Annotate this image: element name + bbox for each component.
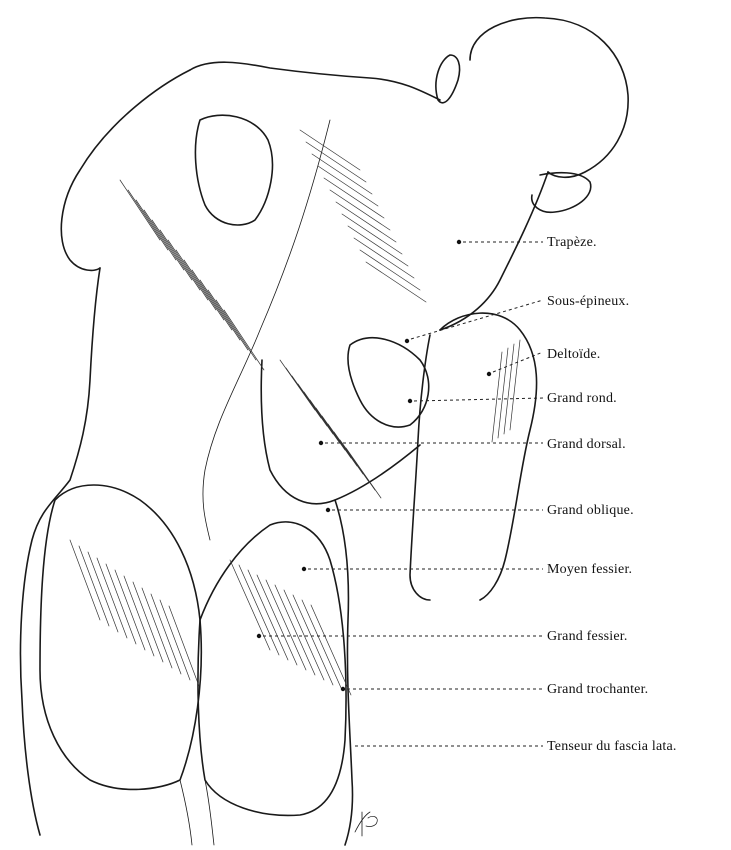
fiber-stroke bbox=[324, 178, 384, 218]
grand-trochanter-label: Grand trochanter. bbox=[547, 682, 648, 697]
fiber-stroke bbox=[318, 166, 378, 206]
left-leg-line bbox=[180, 780, 192, 845]
grand-dorsal-label: Grand dorsal. bbox=[547, 437, 626, 452]
right-hip-outline bbox=[335, 500, 353, 845]
fiber-stroke bbox=[70, 540, 100, 620]
fiber-stroke bbox=[184, 260, 224, 320]
sous-epineux-label: Sous-épineux. bbox=[547, 294, 629, 309]
arm-outline bbox=[440, 313, 537, 600]
spine-line bbox=[203, 120, 330, 540]
right-gluteal-outline bbox=[198, 522, 346, 816]
grand-trochanter-dot bbox=[341, 687, 345, 691]
fiber-stroke bbox=[169, 606, 199, 686]
fiber-stroke bbox=[79, 546, 109, 626]
grand-oblique-dot bbox=[326, 508, 330, 512]
left-gluteal-outline bbox=[40, 485, 201, 789]
fiber-stroke bbox=[510, 340, 520, 430]
fiber-stroke bbox=[192, 270, 232, 330]
fiber-stroke bbox=[284, 590, 324, 680]
fiber-stroke bbox=[106, 564, 136, 644]
fiber-stroke bbox=[142, 588, 172, 668]
latissimus-outline bbox=[261, 360, 420, 504]
signature-stroke bbox=[355, 812, 377, 836]
fiber-stroke bbox=[136, 200, 176, 260]
fiber-stroke bbox=[492, 352, 502, 442]
left-torso-outline bbox=[20, 268, 100, 835]
fiber-stroke bbox=[200, 280, 240, 340]
fiber-stroke bbox=[120, 180, 160, 240]
fiber-stroke bbox=[97, 558, 127, 638]
fiber-stroke bbox=[504, 344, 514, 434]
fiber-stroke bbox=[275, 585, 315, 675]
moyen-fessier-dot bbox=[302, 567, 306, 571]
fiber-stroke bbox=[152, 220, 192, 280]
tenseur-label: Tenseur du fascia lata. bbox=[547, 739, 677, 754]
fiber-stroke bbox=[312, 154, 372, 194]
fiber-stroke bbox=[115, 570, 145, 650]
trapeze-dot bbox=[457, 240, 461, 244]
fiber-stroke bbox=[168, 240, 208, 300]
fiber-stroke bbox=[330, 190, 390, 230]
fiber-stroke bbox=[293, 595, 333, 685]
fiber-stroke bbox=[208, 290, 248, 350]
fiber-stroke bbox=[366, 262, 426, 302]
head-outline bbox=[470, 18, 628, 178]
signature-mark bbox=[355, 812, 377, 836]
fiber-stroke bbox=[346, 448, 381, 498]
fiber-stroke bbox=[302, 600, 342, 690]
fiber-stroke bbox=[239, 565, 279, 655]
fiber-stroke bbox=[151, 594, 181, 674]
label-group: Trapèze. Sous-épineux. Deltoïde. Grand r… bbox=[257, 235, 677, 754]
grand-rond-dot bbox=[408, 399, 412, 403]
teres-major-outline bbox=[348, 338, 429, 427]
fiber-stroke bbox=[360, 250, 420, 290]
fiber-stroke bbox=[224, 310, 264, 370]
fiber-stroke bbox=[342, 214, 402, 254]
trapeze-label: Trapèze. bbox=[547, 235, 597, 250]
fiber-stroke bbox=[160, 230, 200, 290]
sous-epineux-dot bbox=[405, 339, 409, 343]
fiber-stroke bbox=[133, 582, 163, 662]
fiber-stroke bbox=[216, 300, 256, 360]
fiber-stroke bbox=[266, 580, 306, 670]
grand-dorsal-dot bbox=[319, 441, 323, 445]
deltoide-label: Deltoïde. bbox=[547, 347, 601, 362]
fiber-stroke bbox=[348, 226, 408, 266]
neck-outline bbox=[190, 62, 440, 100]
fiber-stroke bbox=[124, 576, 154, 656]
fiber-stroke bbox=[144, 210, 184, 270]
fiber-stroke bbox=[354, 238, 414, 278]
ear-outline bbox=[436, 55, 460, 103]
moyen-fessier-label: Moyen fessier. bbox=[547, 562, 632, 577]
grand-rond-leader bbox=[414, 398, 543, 401]
muscle-hatching bbox=[70, 130, 520, 695]
fiber-stroke bbox=[257, 575, 297, 665]
body-drawing bbox=[20, 18, 628, 845]
left-shoulder-outline bbox=[61, 70, 190, 270]
grand-fessier-dot bbox=[257, 634, 261, 638]
fiber-stroke bbox=[248, 570, 288, 660]
fiber-stroke bbox=[498, 348, 508, 438]
fiber-stroke bbox=[128, 190, 168, 250]
fiber-stroke bbox=[300, 130, 360, 170]
fiber-stroke bbox=[88, 552, 118, 632]
fiber-stroke bbox=[160, 600, 190, 680]
grand-fessier-label: Grand fessier. bbox=[547, 629, 628, 644]
fiber-stroke bbox=[176, 250, 216, 310]
grand-rond-label: Grand rond. bbox=[547, 391, 617, 406]
scapula-left-outline bbox=[195, 115, 272, 225]
fiber-stroke bbox=[336, 202, 396, 242]
deltoide-dot bbox=[487, 372, 491, 376]
grand-oblique-label: Grand oblique. bbox=[547, 503, 634, 518]
